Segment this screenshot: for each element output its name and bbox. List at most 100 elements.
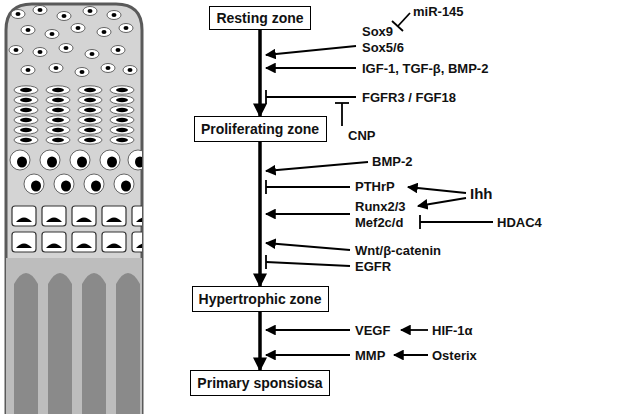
- nucleus: [76, 218, 92, 223]
- nucleus: [20, 118, 32, 122]
- resting-cell: [11, 10, 25, 19]
- nucleus: [61, 181, 71, 192]
- nucleus: [38, 50, 43, 54]
- nucleus: [136, 244, 152, 249]
- nucleus: [106, 218, 122, 223]
- proliferating-cell: [46, 86, 70, 94]
- nucleus: [47, 157, 57, 168]
- nucleus: [50, 32, 55, 36]
- resting-cell: [119, 24, 133, 33]
- nucleus: [84, 88, 96, 92]
- factor-label: miR-145: [413, 4, 464, 19]
- bone-region: [0, 258, 150, 414]
- zone-box: Hypertrophic zone: [192, 286, 329, 312]
- proliferating-cell: [46, 126, 70, 134]
- nucleus: [128, 68, 133, 72]
- resting-cell: [101, 64, 115, 73]
- resting-cell: [21, 66, 35, 75]
- nucleus: [84, 118, 96, 122]
- prehypertrophic-cell: [84, 174, 104, 194]
- prehypertrophic-cell: [10, 150, 30, 170]
- nucleus: [116, 138, 128, 142]
- nucleus: [84, 98, 96, 102]
- nucleus: [106, 66, 111, 70]
- nucleus: [17, 157, 27, 168]
- factor-label: Wnt/β-catenin: [355, 243, 441, 258]
- nucleus: [20, 138, 32, 142]
- nucleus: [124, 26, 129, 30]
- nucleus: [52, 118, 64, 122]
- proliferating-cell: [78, 86, 102, 94]
- nucleus: [76, 26, 81, 30]
- proliferating-cell: [46, 116, 70, 124]
- factor-label: BMP-2: [372, 154, 412, 169]
- nucleus: [20, 128, 32, 132]
- zone-box: Proliferating zone: [194, 116, 327, 142]
- flow-arrow: [258, 142, 262, 286]
- hypertrophic-cell: [72, 232, 96, 252]
- nucleus: [20, 98, 32, 102]
- resting-cell: [83, 7, 97, 16]
- nucleus: [77, 157, 87, 168]
- resting-cell: [123, 66, 137, 75]
- hypertrophic-cell: [12, 232, 36, 252]
- prehypertrophic-cell: [54, 174, 74, 194]
- proliferating-cell: [110, 126, 134, 134]
- hypertrophic-cell: [132, 206, 156, 226]
- proliferating-cell: [78, 126, 102, 134]
- proliferating-cell: [78, 136, 102, 144]
- proliferating-cell: [78, 116, 102, 124]
- nucleus: [38, 8, 43, 12]
- marrow-cavity: [14, 273, 38, 414]
- factor-label: VEGF: [355, 323, 390, 338]
- factor-label: Osterix: [432, 348, 477, 363]
- nucleus: [52, 98, 64, 102]
- nucleus: [54, 66, 59, 70]
- nucleus: [46, 244, 62, 249]
- flow-arrow: [258, 30, 262, 116]
- proliferating-cell: [78, 106, 102, 114]
- nucleus: [136, 218, 152, 223]
- factor-label: HDAC4: [497, 215, 542, 230]
- proliferating-cell: [14, 86, 38, 94]
- resting-cell: [9, 46, 23, 55]
- nucleus: [52, 88, 64, 92]
- nucleus: [26, 28, 31, 32]
- factor-label: Ihh: [470, 186, 493, 201]
- nucleus: [76, 244, 92, 249]
- proliferating-cell: [14, 116, 38, 124]
- nucleus: [135, 157, 145, 168]
- nucleus: [16, 244, 32, 249]
- nucleus: [116, 98, 128, 102]
- nucleus: [52, 108, 64, 112]
- nucleus: [116, 128, 128, 132]
- nucleus: [88, 9, 93, 13]
- hypertrophic-cell: [42, 232, 66, 252]
- factor-label: PTHrP: [355, 179, 395, 194]
- proliferating-cell: [110, 116, 134, 124]
- proliferating-cell: [46, 136, 70, 144]
- hypertrophic-cell: [102, 232, 126, 252]
- resting-cell: [49, 64, 63, 73]
- factor-label: Sox5/6: [362, 40, 404, 55]
- nucleus: [91, 181, 101, 192]
- nucleus: [20, 108, 32, 112]
- factor-label: FGFR3 / FGF18: [362, 90, 456, 105]
- resting-cell: [33, 6, 47, 15]
- hypertrophic-cell: [102, 206, 126, 226]
- prehypertrophic-cell: [40, 150, 60, 170]
- resting-cell: [71, 24, 85, 33]
- nucleus: [62, 14, 67, 18]
- hypertrophic-cell: [72, 206, 96, 226]
- nucleus: [52, 128, 64, 132]
- zone-label: Hypertrophic zone: [199, 291, 322, 307]
- prehypertrophic-cell: [70, 150, 90, 170]
- prehypertrophic-cell: [100, 150, 120, 170]
- factor-label: CNP: [348, 128, 375, 143]
- nucleus: [84, 138, 96, 142]
- proliferating-cell: [78, 96, 102, 104]
- nucleus: [116, 48, 121, 52]
- resting-cell: [33, 48, 47, 57]
- zone-label: Primary sponsiosa: [197, 375, 322, 391]
- proliferating-cell: [110, 86, 134, 94]
